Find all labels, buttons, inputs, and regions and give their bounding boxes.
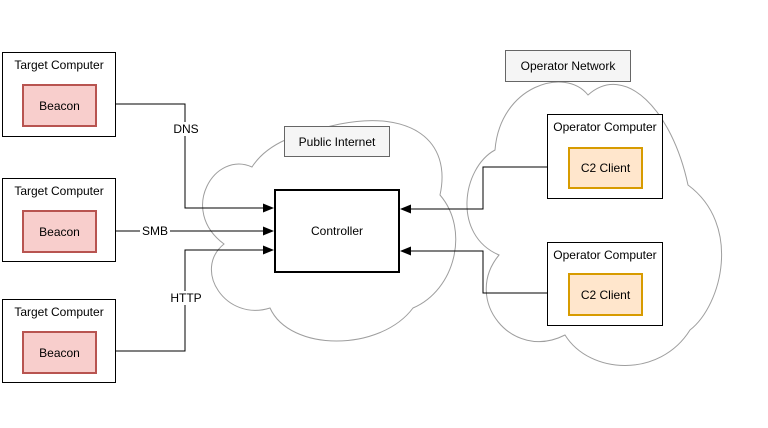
operator-network-label: Operator Network	[505, 50, 631, 82]
c2-client-2-connection-line	[410, 250, 567, 294]
beacon-2: Beacon	[22, 210, 97, 253]
http-arrowhead-icon	[263, 245, 274, 255]
public-internet-label-text: Public Internet	[298, 134, 376, 149]
c2-client-1-arrowhead-icon	[400, 204, 411, 214]
operator-computer-2-label: Operator Computer	[553, 248, 657, 262]
http-edge-label: HTTP	[168, 291, 204, 305]
c2-client-1: C2 Client	[568, 147, 643, 189]
operator-network-label-text: Operator Network	[520, 59, 616, 73]
smb-edge-label: SMB	[139, 224, 171, 238]
c2-client-2-label: C2 Client	[580, 287, 631, 302]
beacon-3: Beacon	[22, 331, 97, 374]
target-computer-1: Target Computer Beacon	[2, 52, 116, 137]
c2-client-1-label: C2 Client	[580, 161, 631, 175]
controller-label: Controller	[310, 224, 364, 238]
public-internet-cloud	[202, 120, 457, 342]
operator-computer-1: Operator Computer C2 Client	[547, 114, 663, 199]
operator-computer-2: Operator Computer C2 Client	[547, 242, 663, 326]
c2-client-2: C2 Client	[568, 273, 643, 316]
controller-node: Controller	[274, 189, 400, 273]
target-computer-1-label: Target Computer	[14, 58, 104, 72]
c2-client-1-connection-line	[410, 166, 567, 210]
operator-computer-1-label: Operator Computer	[553, 120, 657, 134]
beacon-1-label: Beacon	[39, 98, 80, 113]
target-computer-3-label: Target Computer	[14, 305, 104, 319]
beacon-1: Beacon	[22, 84, 97, 127]
target-computer-3: Target Computer Beacon	[2, 299, 116, 383]
dns-arrowhead-icon	[263, 203, 274, 213]
target-computer-2: Target Computer Beacon	[2, 178, 116, 262]
dns-edge-label: DNS	[171, 122, 201, 136]
beacon-2-label: Beacon	[39, 224, 80, 239]
c2-client-2-arrowhead-icon	[400, 246, 411, 256]
smb-arrowhead-icon	[263, 226, 274, 236]
beacon-3-label: Beacon	[39, 345, 80, 360]
operator-network-cloud	[466, 81, 723, 366]
dns-connection-line	[96, 103, 264, 209]
target-computer-2-label: Target Computer	[14, 184, 104, 198]
public-internet-label: Public Internet	[284, 126, 390, 157]
